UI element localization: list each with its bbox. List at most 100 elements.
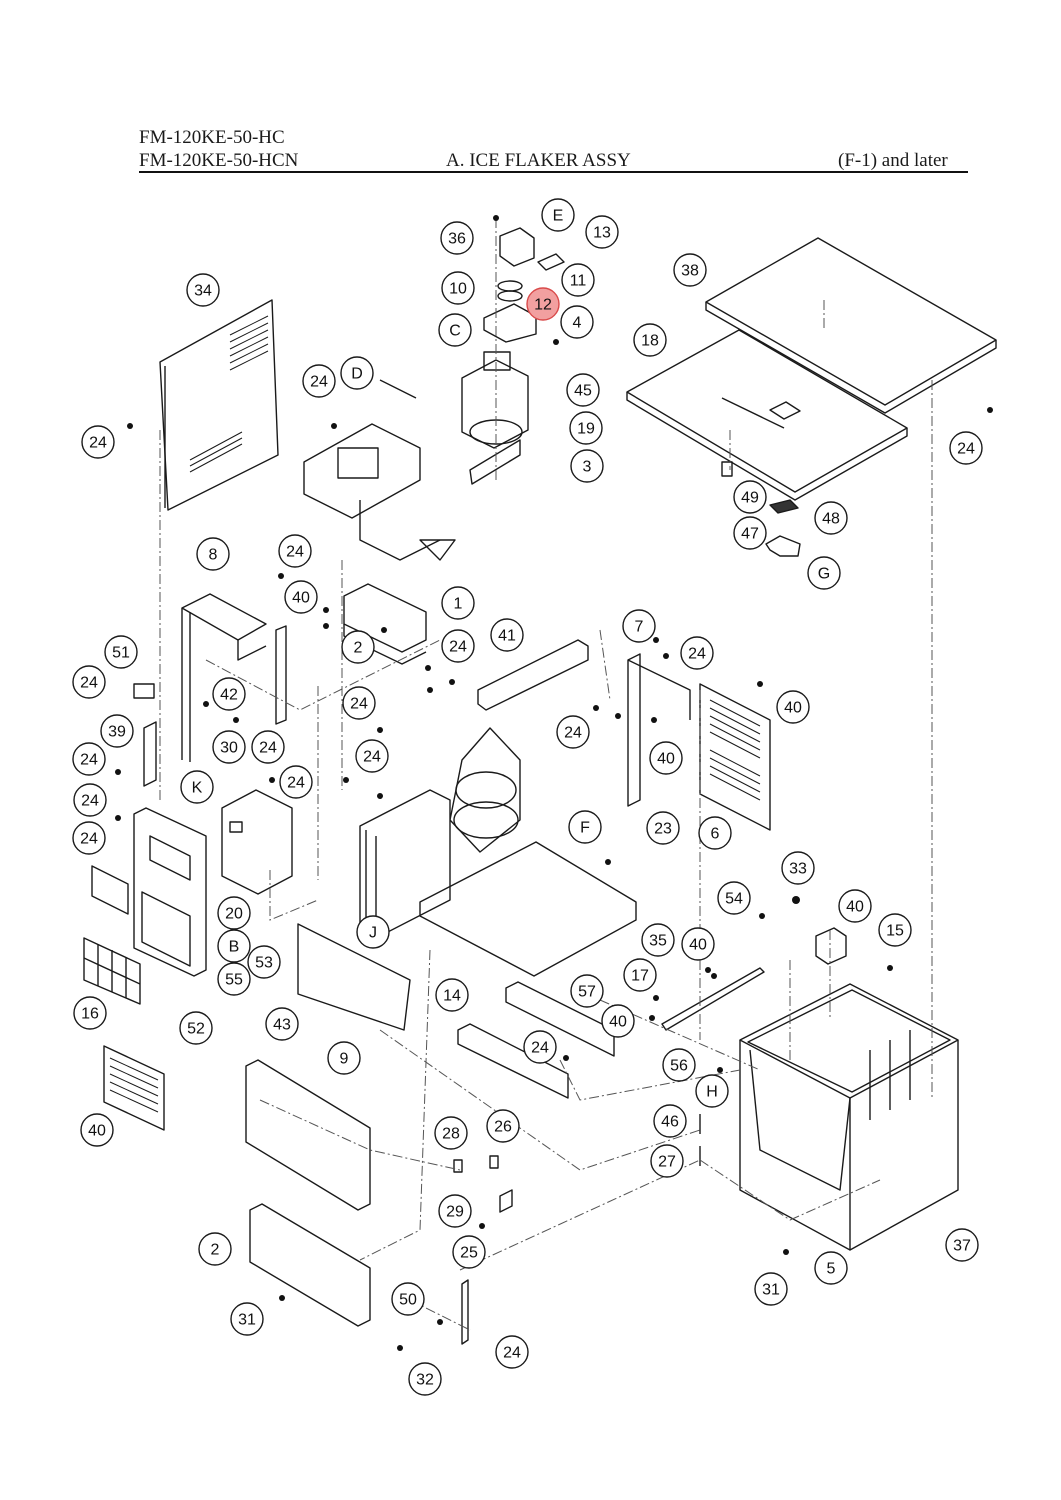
callout-label: H [706,1084,718,1101]
callout-label: C [449,323,461,340]
part-e-bearing-top [483,227,565,343]
part-57-bar [457,1023,569,1099]
model-number-1: FM-120KE-50-HC [139,127,285,148]
callout-circle [434,1116,468,1150]
part-42-strip [143,721,157,787]
callout-d: D [340,356,374,390]
callout-label: 25 [460,1245,478,1262]
callout-circle [73,996,107,1030]
callout-7: 7 [622,609,656,643]
callout-label: 32 [416,1372,434,1389]
callout-circle [441,586,475,620]
callout-label: 34 [194,283,212,300]
callout-label: 57 [578,984,596,1001]
callout-circle [212,677,246,711]
callout-38: 38 [673,253,707,287]
callout-circle [601,1004,635,1038]
part-9-rail [661,967,765,1031]
callout-11: 11 [561,263,595,297]
callout-circle [179,1011,213,1045]
callout-30: 30 [212,730,246,764]
callout-label: 49 [741,490,759,507]
callout-label: 24 [81,793,99,810]
callout-39: 39 [100,714,134,748]
callout-47: 47 [733,516,767,550]
callout-circle [781,851,815,885]
callout-34: 34 [186,273,220,307]
callout-circle [776,690,810,724]
callout-b: B [217,929,251,963]
callout-40: 40 [838,889,872,923]
callout-24: 24 [556,715,590,749]
callout-24: 24 [495,1335,529,1369]
callout-circle [733,480,767,514]
callout-49: 49 [733,480,767,514]
callout-circle [441,629,475,663]
callout-circle [356,915,390,949]
callout-label: 13 [593,225,611,242]
callout-label: 18 [641,333,659,350]
part-14-front-cover [297,923,411,1031]
callout-16: 16 [73,996,107,1030]
callout-label: 35 [649,933,667,950]
callout-24: 24 [72,742,106,776]
callout-circle [695,1074,729,1108]
callout-label: 2 [354,640,363,657]
callout-9: 9 [327,1041,361,1075]
callout-31: 31 [230,1302,264,1336]
callout-45: 45 [566,373,600,407]
callout-circle [541,198,575,232]
callout-label: 51 [112,645,130,662]
callout-43: 43 [265,1007,299,1041]
callout-40: 40 [649,741,683,775]
callout-label: 40 [657,751,675,768]
callout-label: 30 [220,740,238,757]
part-8-upper-frame [181,593,267,762]
callout-33: 33 [781,851,815,885]
callout-24: 24 [302,364,336,398]
callout-circle [302,364,336,398]
part-j-control-box [221,789,293,895]
callout-label: 40 [292,590,310,607]
part-b-condenser [359,789,451,937]
screw-markers [115,215,993,1351]
callout-17: 17 [623,958,657,992]
callout-label: 47 [741,526,759,543]
revision-note: (F-1) and later [838,150,948,171]
part-32-strip [461,1279,469,1345]
part-38-top-panel [705,237,997,414]
callout-24: 24 [251,730,285,764]
callout-circle [217,896,251,930]
callout-5: 5 [814,1251,848,1285]
part-35-filter [83,937,141,1005]
callout-label: 23 [654,821,672,838]
callout-circle [230,1302,264,1336]
callout-circle [570,449,604,483]
callout-circle [72,821,106,855]
callout-label: 14 [443,988,461,1005]
callout-circle [100,714,134,748]
callout-40: 40 [601,1004,635,1038]
callout-20: 20 [217,896,251,930]
callout-13: 13 [585,215,619,249]
callout-23: 23 [646,811,680,845]
callout-circle [649,741,683,775]
callout-label: 6 [711,826,720,843]
callout-circle [570,974,604,1008]
callout-label: 56 [670,1058,688,1075]
callout-circle [438,1194,472,1228]
callout-label: 24 [286,544,304,561]
callout-26: 26 [486,1109,520,1143]
callout-e: E [541,198,575,232]
callout-circle [408,1362,442,1396]
part-5-storage-bin [739,983,959,1251]
callout-label: 24 [259,740,277,757]
callout-label: 26 [494,1119,512,1136]
callout-circle [566,373,600,407]
callout-24: 24 [342,686,376,720]
callout-circle [633,323,667,357]
callout-2: 2 [198,1232,232,1266]
callout-circle [278,534,312,568]
part-37-lower-panel [249,1203,371,1327]
part-30-side-strip [275,625,287,725]
